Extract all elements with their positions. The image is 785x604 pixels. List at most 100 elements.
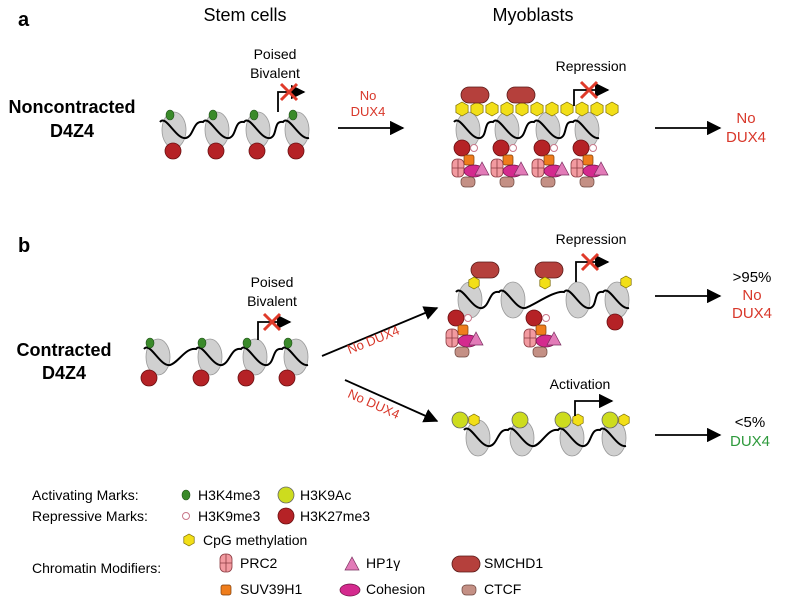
blocked-x-icon	[580, 252, 600, 272]
branch-arrow-down	[344, 379, 439, 423]
h3k27me3-mark	[492, 139, 510, 157]
activation-label-b: Activation	[550, 376, 611, 392]
h3k9ac-mark	[511, 411, 529, 429]
h3k9me3-mark	[589, 144, 597, 152]
h3k4me3-mark	[145, 337, 155, 349]
dna-strand	[455, 289, 630, 309]
prc2-divider	[532, 159, 544, 177]
h3k9me3-mark	[509, 144, 517, 152]
h3k27me3-mark	[164, 142, 182, 160]
hp1-gamma-protein	[468, 331, 484, 346]
hp1-gamma-protein	[474, 161, 490, 176]
h3k4me3-mark	[165, 109, 175, 121]
poised-label-b: Poised	[251, 274, 294, 290]
h3k9me3-mark	[542, 314, 550, 322]
h3k27me3-mark	[572, 139, 590, 157]
arrow-label-dux4-a: DUX4	[351, 104, 386, 119]
tss-arrow	[574, 393, 614, 416]
h3k9ac-mark	[601, 411, 619, 429]
h3k9ac-mark	[451, 411, 469, 429]
cpg-methylation-mark	[545, 101, 559, 117]
legend-cpg: CpG methylation	[203, 532, 307, 548]
h3k4me3-mark	[283, 337, 293, 349]
cpg-methylation-mark	[572, 413, 584, 427]
legend-modifiers-label: Chromatin Modifiers:	[32, 560, 161, 576]
cpg-methylation-mark	[605, 101, 619, 117]
prc2-divider	[446, 329, 458, 347]
ctcf-protein	[499, 176, 515, 188]
tss-arrow	[277, 84, 306, 112]
tss-arrow	[575, 254, 610, 282]
prc2-divider	[571, 159, 583, 177]
upper-outcome-no: No	[742, 287, 761, 304]
smchd1-protein	[451, 555, 481, 573]
upper-outcome-dux4: DUX4	[732, 305, 772, 322]
suv39h1-protein	[582, 154, 594, 166]
cpg-methylation-mark	[468, 276, 480, 290]
column-header-stem-cells: Stem cells	[203, 5, 286, 25]
suv39h1-protein	[463, 154, 475, 166]
h3k27me3-mark	[287, 142, 305, 160]
prc2-divider	[491, 159, 503, 177]
cpg-methylation-mark	[485, 101, 499, 117]
poised-label-a: Poised	[254, 46, 297, 62]
row-label-d4z4-b: D4Z4	[42, 363, 86, 383]
ctcf-protein	[532, 346, 548, 358]
cohesion-protein	[339, 583, 361, 597]
h3k27me3-mark	[140, 369, 158, 387]
legend-hp1g: HP1γ	[366, 555, 400, 571]
column-header-myoblasts: Myoblasts	[492, 5, 573, 25]
legend-ctcf: CTCF	[484, 581, 521, 597]
legend-repressive-label: Repressive Marks:	[32, 508, 148, 524]
hp1-gamma-protein	[593, 161, 609, 176]
h3k9me3-mark	[470, 144, 478, 152]
blocked-x-icon	[262, 312, 282, 332]
repression-label-a: Repression	[556, 58, 627, 74]
branch-label-down: No DUX4	[346, 386, 402, 422]
dna-strand	[463, 427, 627, 447]
outcome-dux4-a: DUX4	[726, 129, 766, 146]
dna-strand	[143, 346, 309, 366]
lower-percentage: <5%	[735, 414, 765, 431]
hp1-gamma-protein	[513, 161, 529, 176]
h3k4me3-mark	[288, 109, 298, 121]
h3k9ac-mark	[554, 411, 572, 429]
h3k27me3-mark	[278, 369, 296, 387]
h3k4me3-mark	[181, 489, 191, 501]
smchd1-protein	[470, 261, 500, 279]
h3k4me3-mark	[249, 109, 259, 121]
cpg-methylation-mark	[455, 101, 469, 117]
suv39h1-protein	[220, 584, 232, 596]
suv39h1-protein	[543, 154, 555, 166]
bivalent-label-b: Bivalent	[247, 293, 297, 309]
myoblast-chromatin-activated-b	[451, 393, 630, 457]
ctcf-protein	[579, 176, 595, 188]
myoblast-chromatin-a	[451, 80, 619, 188]
cpg-methylation-mark	[470, 101, 484, 117]
cpg-methylation-mark	[468, 413, 480, 427]
outcome-no-a: No	[736, 110, 755, 127]
smchd1-protein	[534, 261, 564, 279]
legend-h3k27me3: H3K27me3	[300, 508, 370, 524]
myoblast-chromatin-repressed-b	[445, 252, 632, 358]
cpg-methylation-mark	[500, 101, 514, 117]
branch-arrow-up	[321, 306, 439, 357]
h3k27me3-mark	[447, 309, 465, 327]
bivalent-label-a: Bivalent	[250, 65, 300, 81]
row-label-contracted: Contracted	[16, 340, 111, 360]
ctcf-protein	[540, 176, 556, 188]
cpg-methylation-mark	[183, 533, 195, 547]
legend-h3k4me3: H3K4me3	[198, 487, 260, 503]
h3k27me3-mark	[237, 369, 255, 387]
blocked-x-icon	[279, 82, 299, 102]
stem-cell-chromatin-a	[159, 82, 310, 160]
suv39h1-protein	[535, 324, 547, 336]
smchd1-protein	[460, 86, 490, 104]
panel-a-letter: a	[18, 9, 30, 31]
legend: Activating Marks: Repressive Marks: Chro…	[32, 486, 543, 597]
h3k9me3-mark	[550, 144, 558, 152]
cpg-methylation-mark	[618, 413, 630, 427]
row-label-noncontracted: Noncontracted	[8, 97, 135, 117]
blocked-x-icon	[579, 80, 599, 100]
